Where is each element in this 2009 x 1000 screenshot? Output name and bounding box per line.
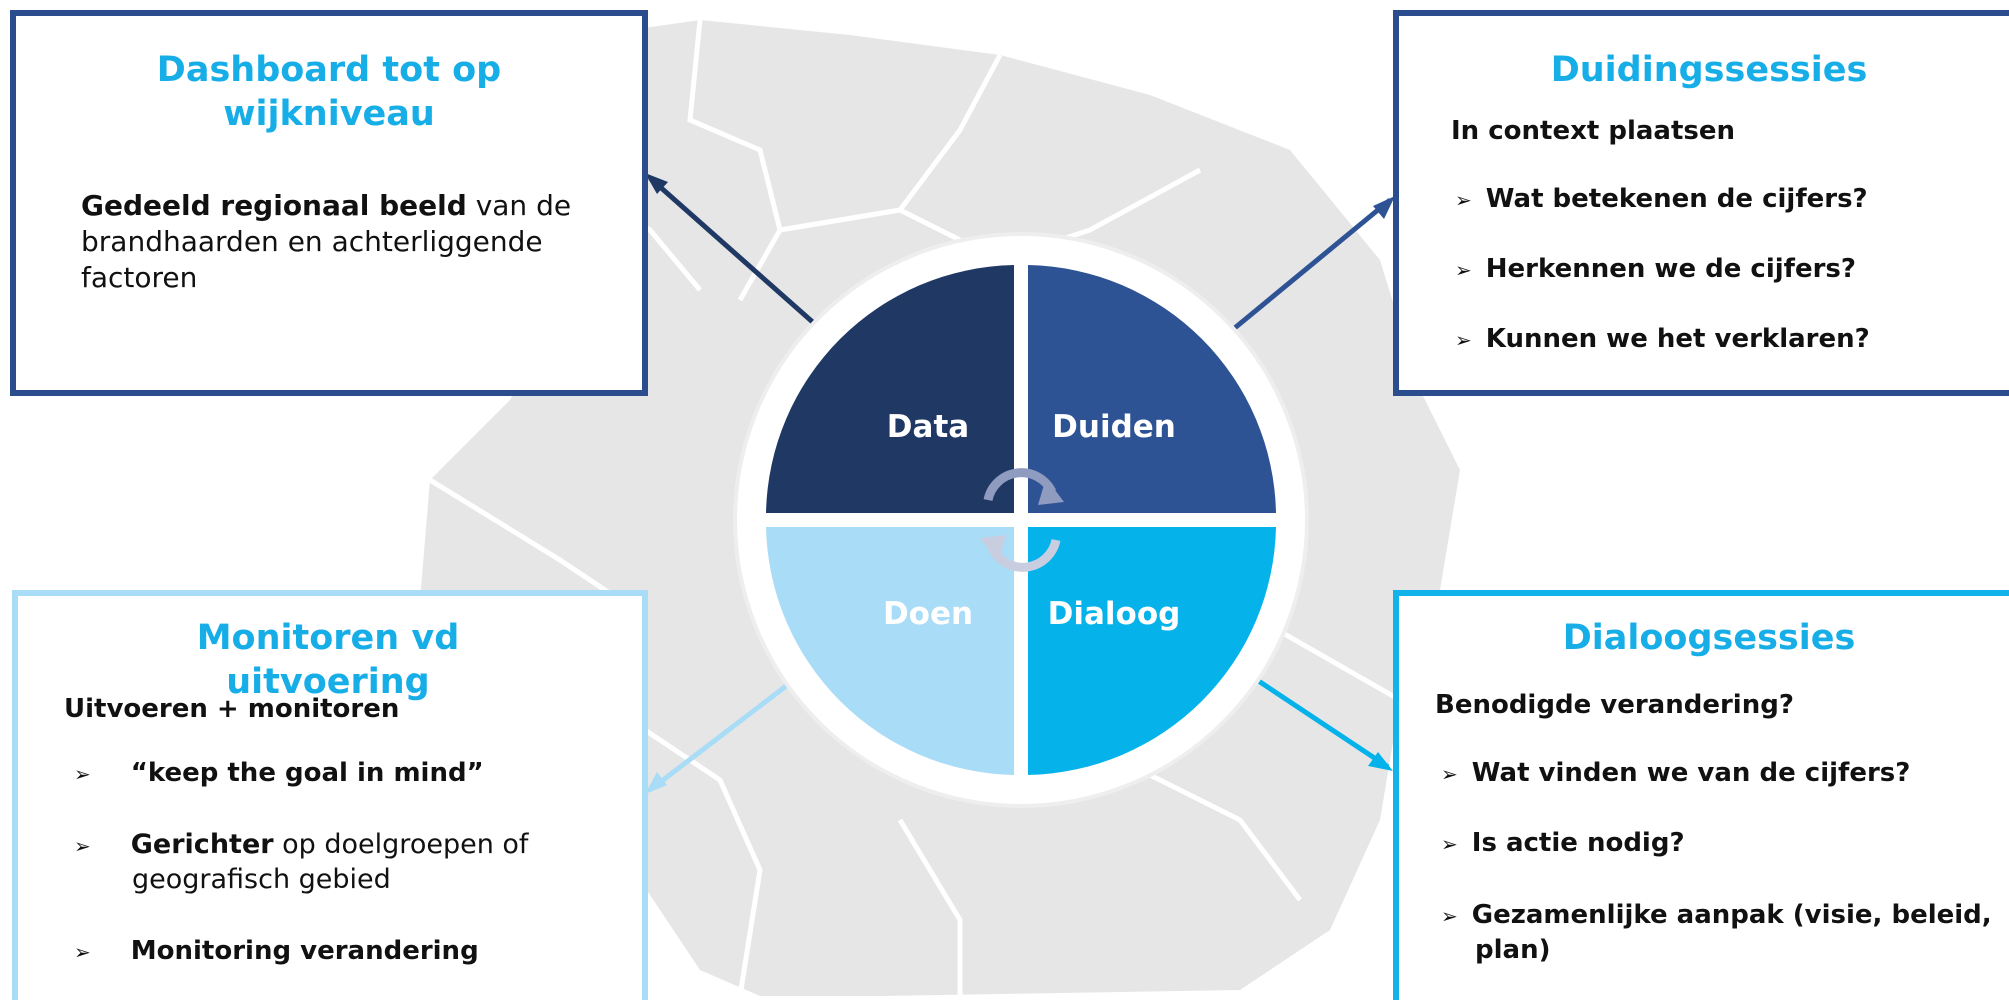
monitor-item-3: ➢Monitoring verandering bbox=[74, 936, 479, 966]
monitor-box: Monitoren vd uitvoering Uitvoeren + moni… bbox=[12, 590, 648, 1000]
arrow-to-dialoog bbox=[1243, 669, 1390, 770]
bullet-icon: ➢ bbox=[1441, 904, 1458, 928]
dashboard-body-line2: brandhaarden en achterliggende bbox=[81, 225, 543, 258]
dashboard-body-bold: Gedeeld regionaal beeld bbox=[81, 189, 467, 222]
dashboard-title: Dashboard tot op wijkniveau bbox=[16, 48, 642, 136]
dashboard-body-rest: van de bbox=[466, 189, 572, 222]
dashboard-body: Gedeeld regionaal beeld van de brandhaar… bbox=[81, 188, 571, 296]
duiding-subtitle: In context plaatsen bbox=[1451, 116, 1735, 146]
duiding-box: Duidingssessies In context plaatsen ➢Wat… bbox=[1393, 10, 2009, 396]
cycle-outer-ring bbox=[733, 232, 1309, 808]
quadrant-label-data: Data bbox=[887, 409, 969, 445]
duiding-item-2: ➢Herkennen we de cijfers? bbox=[1455, 254, 1856, 284]
quadrant-duiden bbox=[1028, 265, 1276, 513]
dialoog-box: Dialoogsessies Benodigde verandering? ➢W… bbox=[1393, 590, 2009, 1000]
dashboard-body-line3: factoren bbox=[81, 261, 198, 294]
dialoog-title: Dialoogsessies bbox=[1562, 618, 1856, 658]
duiding-title: Duidingssessies bbox=[1550, 50, 1868, 90]
monitor-item-1: ➢“keep the goal in mind” bbox=[74, 758, 484, 788]
dashboard-box: Dashboard tot op wijkniveau Gedeeld regi… bbox=[10, 10, 648, 396]
dialoog-item-1: ➢Wat vinden we van de cijfers? bbox=[1441, 758, 1911, 788]
dashboard-title-line2: wijkniveau bbox=[223, 94, 435, 134]
bullet-icon: ➢ bbox=[74, 834, 91, 858]
bullet-icon: ➢ bbox=[74, 940, 91, 964]
quadrant-data bbox=[766, 265, 1014, 513]
duiding-item-3: ➢Kunnen we het verklaren? bbox=[1455, 324, 1870, 354]
monitor-title-line1: Monitoren vd bbox=[196, 618, 460, 658]
monitor-title: Monitoren vd uitvoering bbox=[18, 616, 638, 704]
arrow-to-monitor bbox=[648, 681, 792, 792]
duiding-item-1: ➢Wat betekenen de cijfers? bbox=[1455, 184, 1868, 214]
cycle-arrowhead-bottom-icon bbox=[980, 535, 1006, 562]
dialoog-subtitle: Benodigde verandering? bbox=[1435, 690, 1794, 720]
quadrant-label-dialoog: Dialoog bbox=[1048, 596, 1181, 632]
monitor-subtitle: Uitvoeren + monitoren bbox=[64, 694, 400, 724]
dialoog-item-2: ➢Is actie nodig? bbox=[1441, 828, 1685, 858]
arrowhead-dashboard bbox=[645, 173, 668, 194]
bullet-icon: ➢ bbox=[1441, 832, 1458, 856]
cycle-arrowhead-top-icon bbox=[1038, 478, 1064, 505]
bullet-icon: ➢ bbox=[1441, 762, 1458, 786]
quadrant-label-duiden: Duiden bbox=[1052, 409, 1176, 445]
dialoog-item-3: ➢Gezamenlijke aanpak (visie, beleid, pla… bbox=[1441, 900, 1992, 965]
arrowhead-dialoog bbox=[1368, 752, 1393, 771]
arrow-to-duiding bbox=[1223, 198, 1392, 338]
cycle-diagram: Data Duiden Doen Dialoog bbox=[733, 232, 1309, 808]
monitor-title-line2: uitvoering bbox=[226, 662, 430, 702]
dashboard-title-line1: Dashboard tot op bbox=[156, 50, 502, 90]
quadrant-doen bbox=[766, 527, 1014, 775]
quadrant-label-doen: Doen bbox=[883, 596, 973, 632]
bullet-icon: ➢ bbox=[1455, 328, 1472, 352]
arrowhead-duiding bbox=[1373, 196, 1395, 219]
bullet-icon: ➢ bbox=[1455, 188, 1472, 212]
arrow-to-dashboard bbox=[648, 176, 818, 327]
bullet-icon: ➢ bbox=[74, 762, 91, 786]
monitor-item-2: ➢Gerichter op doelgroepen of geografisch… bbox=[74, 829, 529, 895]
arrowhead-monitor bbox=[645, 772, 667, 794]
connector-arrows bbox=[645, 173, 1395, 794]
bullet-icon: ➢ bbox=[1455, 258, 1472, 282]
quadrant-dialoog bbox=[1028, 527, 1276, 775]
